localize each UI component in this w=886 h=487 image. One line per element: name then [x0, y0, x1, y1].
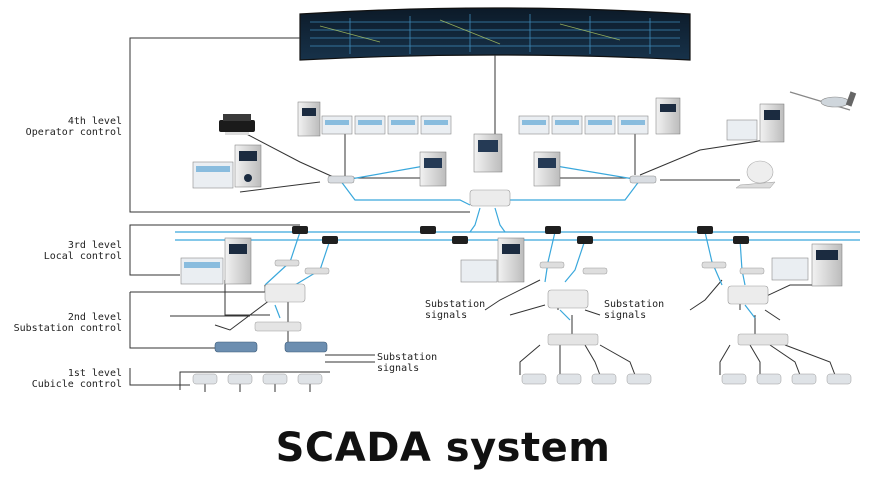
level-3-label: 3rd level Local control — [4, 240, 122, 262]
control-wiring — [129, 37, 836, 392]
level-1-tier: 1st level — [67, 368, 122, 379]
signals-label-middle: Substation signals — [425, 299, 485, 321]
gps-satellite-icon — [789, 91, 857, 111]
signals-label-right-line1: Substation — [604, 299, 665, 310]
signals-label-right-line2: signals — [604, 310, 647, 321]
signals-label-middle-line2: signals — [425, 310, 468, 321]
level-4-name: Operator control — [25, 127, 122, 138]
video-wall — [299, 7, 691, 61]
local-pc-right — [771, 243, 843, 287]
substation-controllers — [264, 283, 769, 309]
printer — [219, 114, 255, 135]
signals-label-left: Substation signals — [377, 352, 437, 374]
signals-label-middle-line1: Substation — [425, 299, 486, 310]
level-2-tier: 2nd level — [67, 312, 122, 323]
workstation-top-right — [726, 103, 785, 143]
signals-label-left-line2: signals — [377, 363, 420, 374]
level-4-label: 4th level Operator control — [4, 116, 122, 138]
signals-label-left-line1: Substation — [377, 352, 438, 363]
operator-workstation-right — [518, 97, 681, 135]
level3-small-switches — [274, 259, 765, 275]
diagram-caption: SCADA system — [275, 425, 611, 471]
level-4-tier: 4th level — [67, 116, 122, 127]
level-3-name: Local control — [43, 251, 122, 262]
media-converters — [292, 226, 749, 244]
level-1-name: Cubicle control — [31, 379, 122, 390]
level-2-name: Substation control — [13, 323, 122, 334]
satellite-dish-icon — [735, 160, 776, 189]
level-1-label: 1st level Cubicle control — [4, 368, 122, 390]
local-pc-middle — [460, 237, 525, 283]
bay-switches — [254, 321, 789, 346]
rtu-units — [214, 341, 328, 353]
signals-label-right: Substation signals — [604, 299, 664, 321]
level-3-tier: 3rd level — [67, 240, 122, 251]
network-switches-top — [327, 175, 657, 207]
bay-devices — [192, 373, 852, 385]
operator-workstation-left — [297, 101, 452, 137]
level-2-label: 2nd level Substation control — [4, 312, 122, 334]
operator-pc-left — [192, 144, 262, 189]
servers — [419, 133, 561, 187]
local-pc-left — [180, 237, 252, 285]
